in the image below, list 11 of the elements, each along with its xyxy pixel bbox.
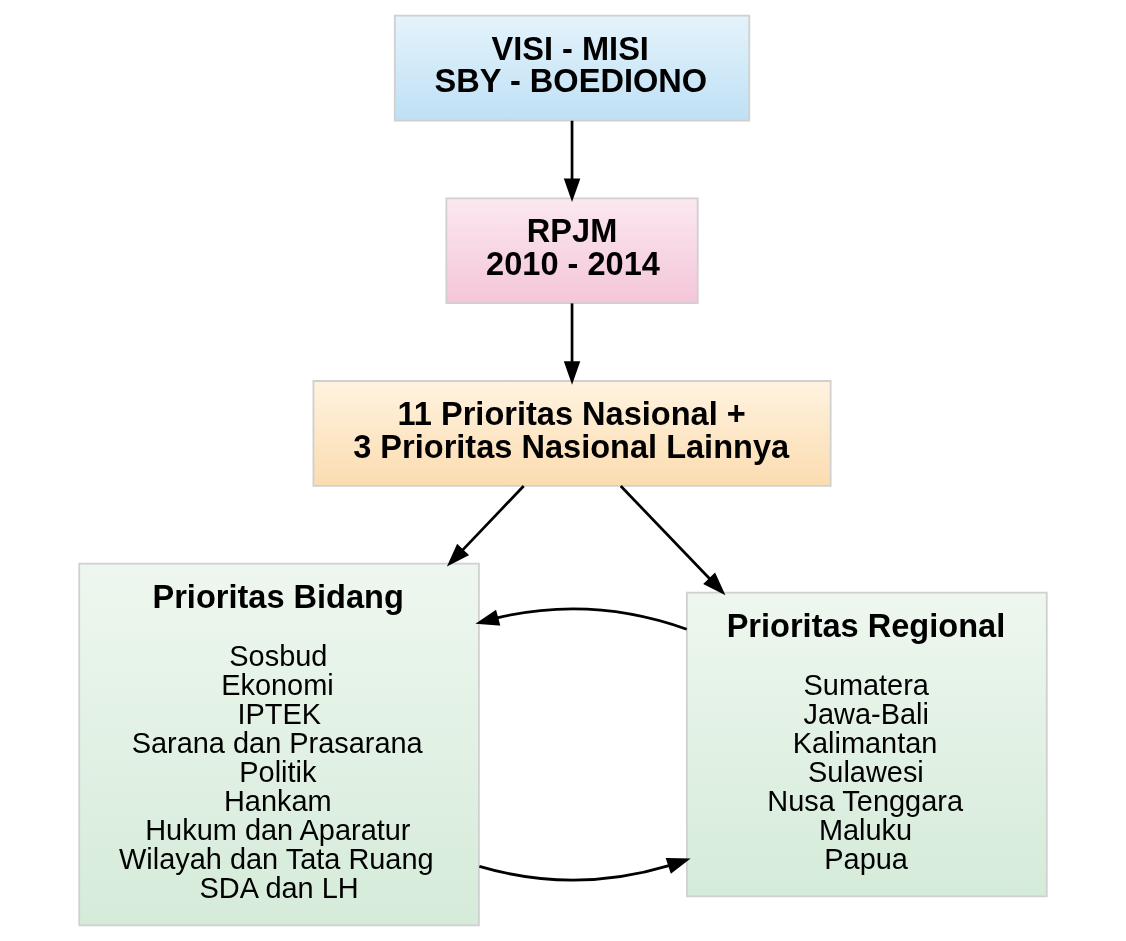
arrow xyxy=(619,485,726,596)
node-box: VISI - MISI SBY - BOEDIONO xyxy=(393,14,751,122)
arrow xyxy=(479,858,691,882)
node-box: RPJM 2010 - 2014 xyxy=(445,197,699,305)
node-box: Prioritas Bidang Sosbud Ekonomi IPTEK Sarana dan Prasarana Politik Hankam Hukum dan Aparatur Wilayah dan Tata Ruang SDA dan LH xyxy=(78,562,480,927)
node-box: 11 Prioritas Nasional + 3 Prioritas Nasional Lainnya xyxy=(312,380,832,487)
arrow xyxy=(563,120,581,203)
arrow xyxy=(475,607,688,631)
arrow xyxy=(563,303,581,385)
node-box: Prioritas Regional Sumatera Jawa-Bali Kalimantan Sulawesi Nusa Tenggara Maluku Papua xyxy=(685,591,1048,898)
arrow xyxy=(446,485,525,567)
